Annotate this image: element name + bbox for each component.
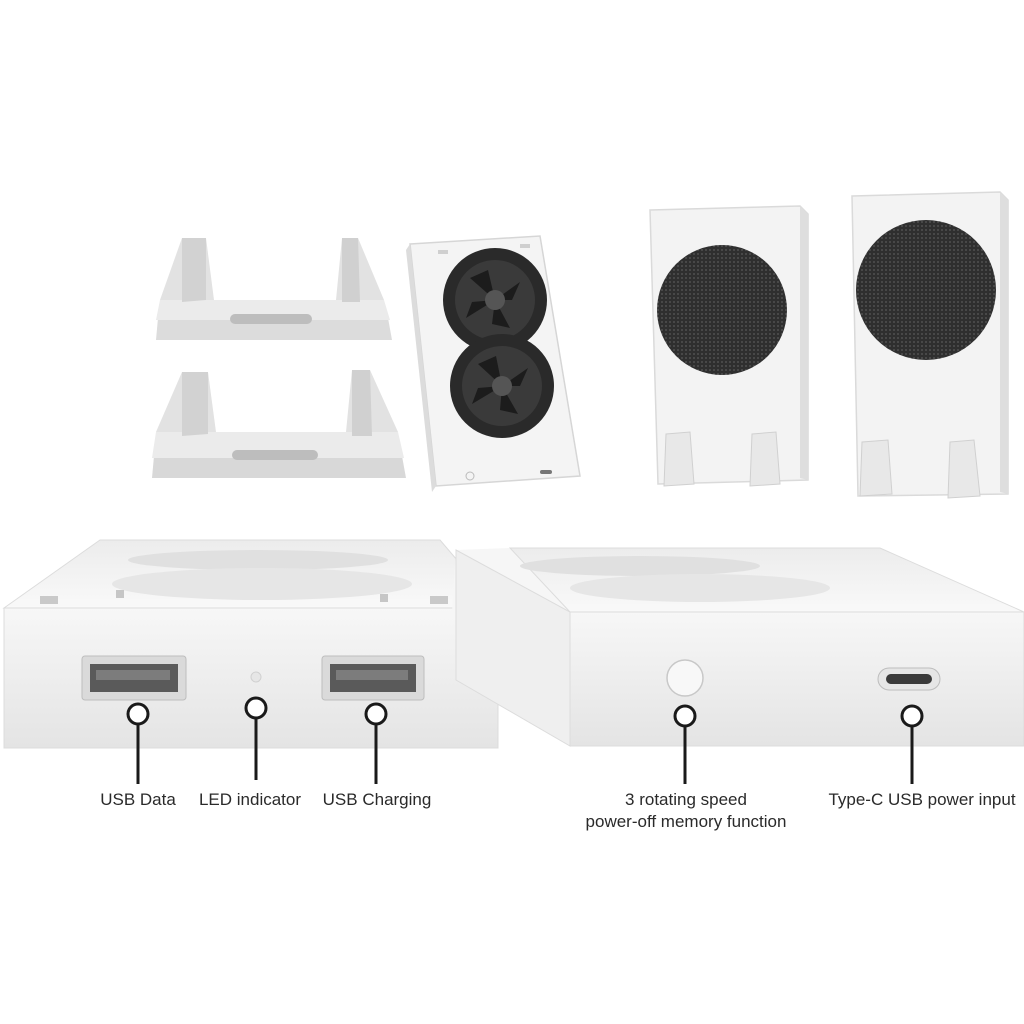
fan-icon bbox=[472, 356, 528, 414]
cooling-base-back bbox=[452, 547, 1024, 747]
usb-a-port-icon bbox=[81, 655, 187, 701]
console-on-stand-left bbox=[649, 205, 809, 487]
console-on-stand-right bbox=[851, 191, 1009, 499]
led-icon bbox=[250, 671, 262, 683]
usb-data-label: USB Data bbox=[100, 790, 176, 809]
rotating-speed-label: 3 rotating speed power-off memory functi… bbox=[560, 789, 812, 833]
type-c-label: Type-C USB power input bbox=[828, 790, 1016, 809]
power-button-icon bbox=[666, 659, 704, 697]
led-indicator-label: LED indicator bbox=[198, 790, 302, 809]
usb-c-port-icon bbox=[877, 667, 941, 691]
cooling-fan-module bbox=[406, 235, 581, 492]
rotating-speed-line1: 3 rotating speed bbox=[625, 790, 747, 809]
usb-charging-label: USB Charging bbox=[322, 790, 432, 809]
cooling-base-front bbox=[2, 539, 500, 749]
fan-icon bbox=[466, 270, 520, 328]
callout-markers bbox=[126, 696, 924, 784]
vertical-stand-upper bbox=[156, 238, 392, 340]
vertical-stand-lower bbox=[152, 370, 406, 478]
rotating-speed-line2: power-off memory function bbox=[585, 812, 787, 831]
usb-a-port-icon bbox=[321, 655, 425, 701]
